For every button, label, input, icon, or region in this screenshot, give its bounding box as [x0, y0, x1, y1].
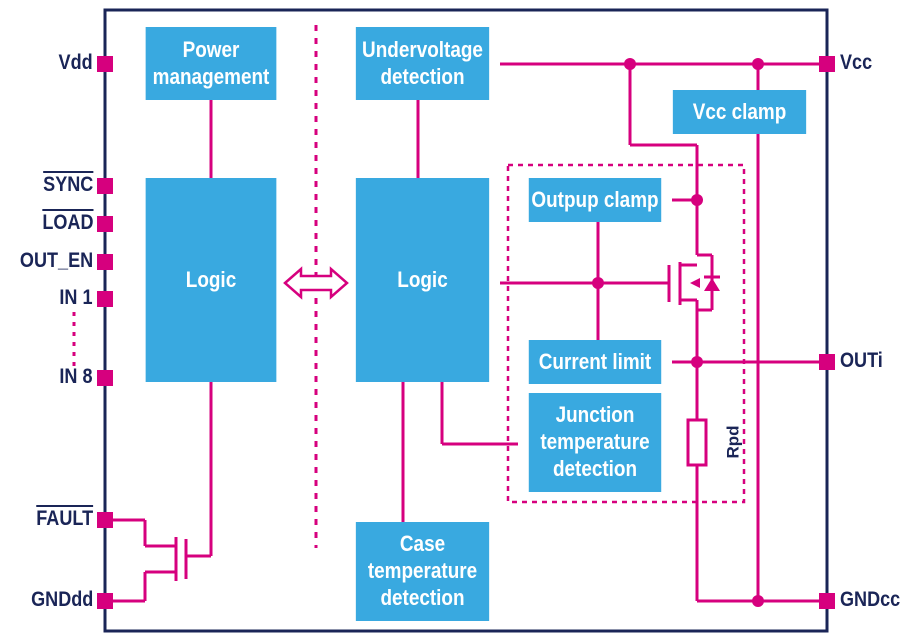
bidirectional-arrow — [283, 266, 349, 300]
pin-label-load: LOAD — [41, 211, 93, 234]
junction-dots — [592, 58, 764, 607]
output-clamp-block: Outpup clamp — [528, 178, 662, 222]
undervoltage-detection-block: Undervoltage detection — [355, 27, 490, 100]
output-stage-group — [506, 163, 746, 504]
pin-label-out-en: OUT_EN — [19, 249, 93, 272]
pin-label-in8: IN 8 — [59, 365, 93, 388]
wires — [72, 62, 828, 603]
pin-label-gndcc: GNDcc — [840, 588, 901, 611]
pin-label-vcc: Vcc — [840, 51, 873, 74]
pin-label-vdd: Vdd — [58, 51, 93, 74]
current-limit-block: Current limit — [528, 340, 662, 384]
junction-temperature-block: Junction temperature detection — [528, 393, 662, 492]
pin-label-gnddd: GNDdd — [30, 588, 93, 611]
mosfet-arrow — [690, 278, 700, 288]
pin-label-sync: SYNC — [42, 173, 93, 196]
logic-right-block: Logic — [355, 178, 490, 382]
resistor-label-rpd: Rpd — [723, 425, 743, 459]
body-diode — [704, 278, 720, 291]
logic-left-block: Logic — [145, 178, 277, 382]
chip-outline — [103, 8, 829, 633]
vcc-clamp-block: Vcc clamp — [672, 90, 807, 134]
resistor-rpd — [686, 418, 708, 467]
pin-pads — [97, 56, 835, 609]
pin-label-fault: FAULT — [36, 507, 93, 530]
power-management-block: Power management — [145, 27, 277, 100]
case-temperature-block: Case temperature detection — [355, 522, 490, 621]
pin-label-in1: IN 1 — [59, 286, 93, 309]
pin-label-outi: OUTi — [840, 349, 883, 372]
